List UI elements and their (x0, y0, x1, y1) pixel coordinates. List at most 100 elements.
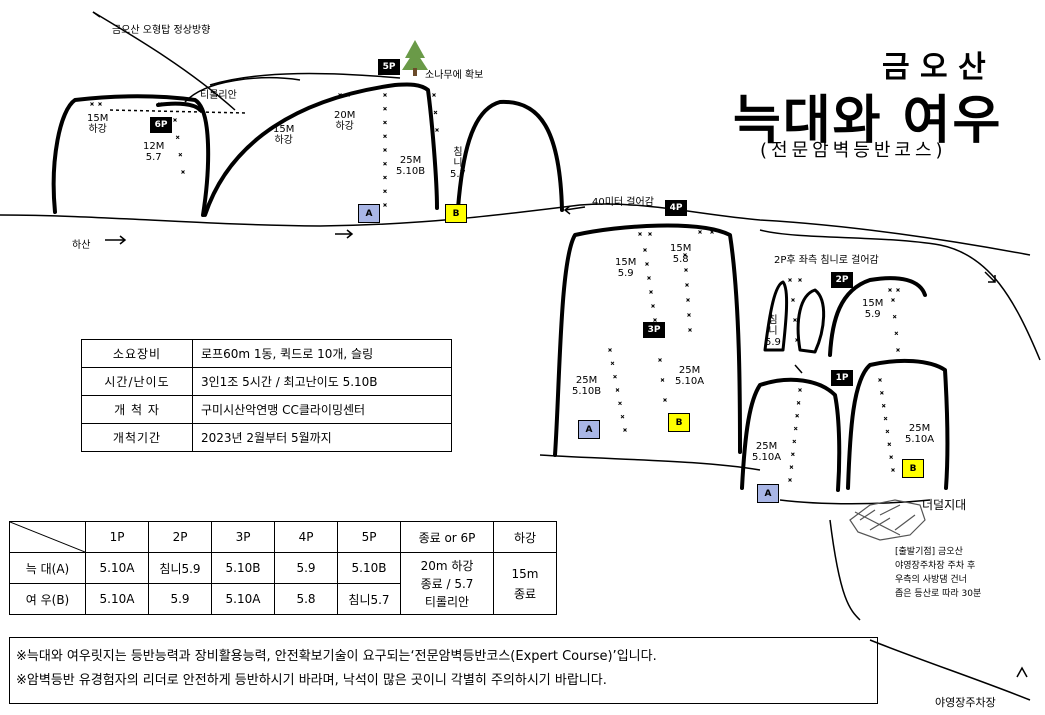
bolt-mark (687, 313, 691, 317)
bolt-mark (894, 331, 899, 336)
bolt-mark (891, 298, 895, 302)
bolt-mark (795, 413, 799, 418)
grade-header: 3P (211, 521, 275, 553)
info-value: 3인1조 5시간 / 최고난이도 5.10B (192, 367, 452, 396)
bolt-mark (645, 262, 649, 266)
info-value: 구미시산악연맹 CC클라이밍센터 (192, 395, 452, 424)
corner-cell (9, 521, 86, 553)
bolt-mark (791, 452, 795, 457)
bolt-mark (653, 318, 657, 322)
pine-belay-label: 소나무에 확보 (425, 70, 484, 81)
pitch-3p-marker: 3P (643, 322, 665, 338)
bolt-mark (788, 478, 792, 482)
bolt-mark (383, 93, 387, 97)
bolt-mark (173, 118, 177, 122)
bolt-mark (698, 230, 702, 234)
bolt-mark (610, 361, 615, 366)
bolt-mark (881, 403, 886, 408)
info-value: 로프60m 1동, 퀵드로 10개, 슬링 (192, 339, 452, 368)
bolt-mark (383, 189, 387, 194)
bolt-mark (383, 134, 387, 139)
after-2p-label: 2P후 좌측 침니로 걸어감 (774, 255, 879, 266)
bolt-mark (793, 426, 798, 431)
info-label: 개 척 자 (81, 395, 193, 424)
bolt-mark (793, 318, 797, 322)
bolt-mark (613, 374, 617, 379)
tyrolean-label: 티롤리안 (200, 90, 237, 101)
bolt-markers (90, 93, 900, 482)
bolt-mark (683, 253, 687, 257)
bolt-mark (383, 161, 387, 166)
bolt-mark (892, 314, 897, 319)
note-line: ※암벽등반 유경험자의 리더로 안전하게 등반하시기 바라며, 낙석이 많은 곳… (16, 673, 607, 688)
grade-table: 1P 2P 3P 4P 5P 종료 or 6P 하강 늑 대(A) 5.10A … (9, 521, 557, 615)
bolt-mark (618, 401, 622, 406)
rock-chimney (456, 99, 564, 212)
pitch-2p-marker: 2P (831, 272, 853, 288)
bolt-mark (178, 152, 183, 157)
bolt-mark (791, 298, 795, 302)
bolt-mark (888, 288, 892, 292)
talus-symbol (849, 499, 926, 541)
bolt-mark (158, 102, 162, 106)
bolt-mark (663, 398, 667, 402)
grade-cell: 5.8 (274, 583, 338, 615)
grade-header: 하강 (493, 521, 557, 553)
bolt-mark (181, 170, 185, 174)
pitch-6p-marker: 6P (150, 117, 172, 133)
pine-icon (402, 40, 428, 76)
grade-end-cell: 20m 하강 종료 / 5.7 티롤리안 (400, 552, 494, 615)
bolt-mark (685, 283, 689, 287)
grade-header: 5P (337, 521, 401, 553)
rock-1p-a (740, 377, 842, 492)
bolt-mark (383, 106, 387, 111)
pitch-4p-marker: 4P (665, 200, 687, 216)
bolt-mark (889, 455, 893, 459)
bolt-mark (789, 465, 794, 469)
bolt-mark (647, 276, 651, 280)
route-b-marker: B (445, 204, 467, 223)
bolt-mark (175, 135, 180, 140)
bolt-mark (788, 278, 792, 282)
pitch-5p-marker: 5P (378, 59, 400, 75)
bolt-mark (688, 328, 692, 332)
descent-label: 하산 (72, 240, 91, 251)
bolt-mark (880, 391, 884, 395)
bolt-mark (608, 348, 612, 352)
grade-cell: 침니5.9 (148, 552, 212, 584)
bolt-mark (878, 378, 882, 382)
bolt-mark (638, 232, 642, 236)
rock-3p (553, 223, 742, 457)
grade-cell: 5.10B (337, 552, 401, 584)
bolt-mark (383, 120, 387, 125)
bolt-mark (798, 388, 802, 392)
grade-cell: 5.10B (211, 552, 275, 584)
bolt-mark (883, 416, 888, 421)
bolt-mark (887, 442, 892, 447)
bolt-mark (383, 203, 387, 207)
bolt-mark (643, 248, 647, 252)
grade-cell: 5.10A (85, 583, 149, 615)
rock-left (51, 94, 211, 217)
grade-header: 4P (274, 521, 338, 553)
route-b-marker: B (668, 413, 690, 432)
bolt-mark (792, 439, 797, 444)
bolt-mark (686, 298, 690, 302)
bolt-mark (346, 93, 350, 97)
bolt-mark (658, 358, 662, 362)
route-a-marker: A (578, 420, 600, 439)
grade-header: 1P (85, 521, 149, 553)
start-note: [출발기점] 금오산 야영장주차장 주차 후 우측의 사방댐 건너 좁은 등산로… (895, 547, 982, 599)
route-name: 여 우(B) (9, 583, 86, 615)
bolt-mark (338, 93, 342, 97)
walk-40m-label: 40미터 걸어감 (592, 197, 654, 208)
info-value: 2023년 2월부터 5월까지 (192, 423, 452, 452)
bolt-mark (896, 288, 900, 292)
pitch-1p-marker: 1P (831, 370, 853, 386)
parking-label: 야영장주차장 (935, 696, 996, 709)
info-label: 개척기간 (81, 423, 193, 452)
bolt-mark (885, 429, 890, 434)
